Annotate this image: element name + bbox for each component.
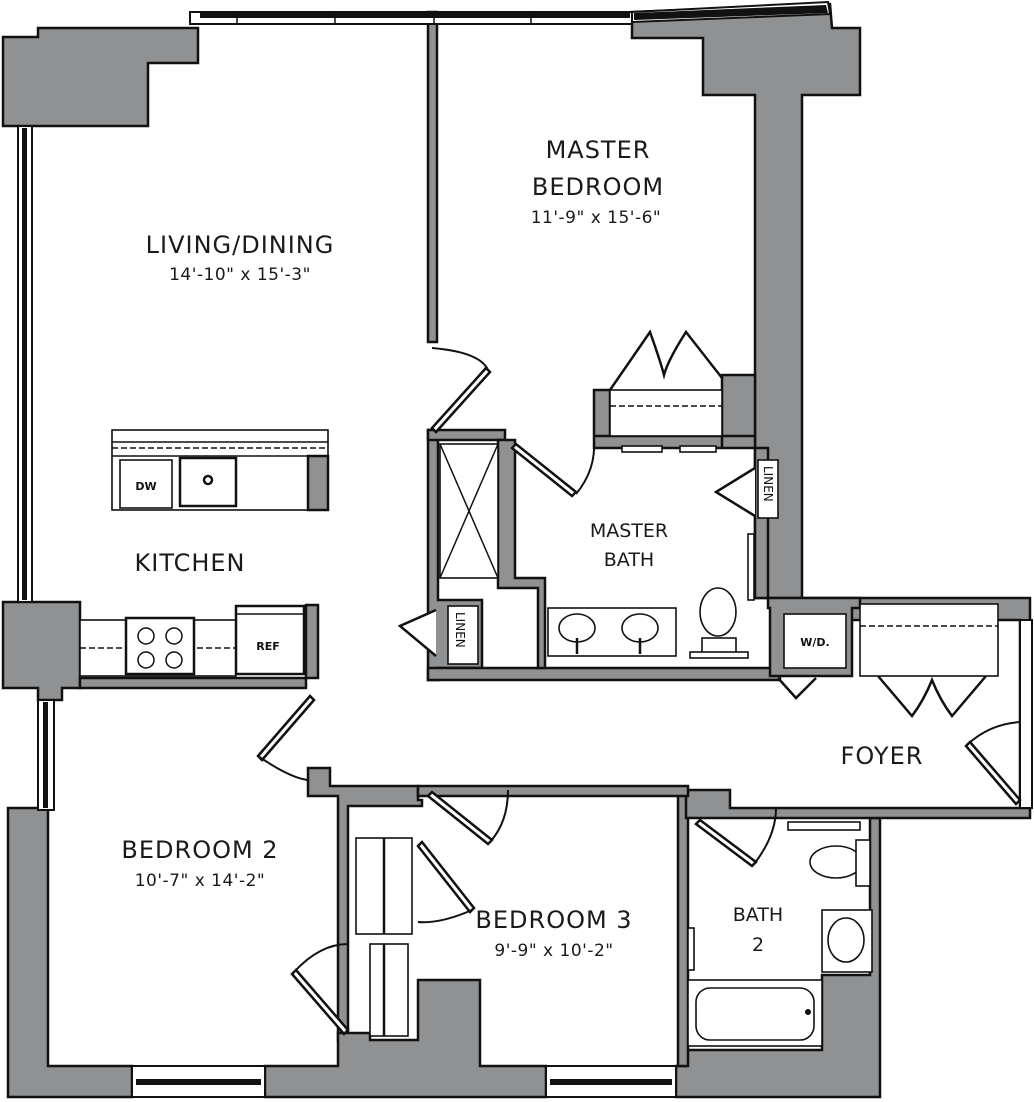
burner-icon bbox=[165, 651, 183, 669]
room-living-dining-name: LIVING/DINING bbox=[146, 231, 335, 259]
wall-master-bath-shower bbox=[496, 438, 547, 670]
sink-icon bbox=[558, 613, 596, 643]
door-master-bath bbox=[510, 442, 578, 498]
door-master-bedroom bbox=[430, 366, 492, 434]
kitchen-wall bbox=[78, 603, 320, 690]
room-living-dining-dims: 14'-10" x 15'-3" bbox=[169, 265, 311, 285]
closets bbox=[355, 389, 999, 1037]
linen-label-master-bath: LINEN bbox=[761, 466, 775, 502]
wall-bed3-top bbox=[416, 784, 690, 798]
kitchen-sink bbox=[178, 456, 238, 508]
burner-icon bbox=[137, 651, 155, 669]
refrigerator bbox=[234, 604, 306, 676]
room-labels: LIVING/DINING 14'-10" x 15'-3" MASTER BE… bbox=[121, 136, 924, 961]
room-master-bath-name-2: BATH bbox=[604, 549, 654, 571]
washer-dryer bbox=[783, 613, 847, 669]
bottom-wall bbox=[6, 806, 134, 1099]
windows bbox=[17, 0, 1033, 1098]
room-master-bedroom-dims: 11'-9" x 15'-6" bbox=[531, 208, 662, 228]
room-bedroom-2-dims: 10'-7" x 14'-2" bbox=[135, 871, 266, 891]
door-bedroom-2 bbox=[256, 694, 316, 762]
room-master-bedroom-name-2: BEDROOM bbox=[532, 173, 664, 201]
room-bedroom-3-dims: 9'-9" x 10'-2" bbox=[494, 941, 613, 961]
fixtures: W/D. DW REF bbox=[79, 429, 873, 1047]
foyer-closet-shelf bbox=[859, 603, 999, 677]
washer-dryer-label: W/D. bbox=[800, 636, 829, 649]
room-bedroom-2-name: BEDROOM 2 bbox=[121, 836, 278, 864]
door-bed2-closet bbox=[290, 968, 350, 1036]
partition-bed3-bath2 bbox=[676, 788, 690, 1068]
room-master-bedroom-name-1: MASTER bbox=[546, 136, 651, 164]
dishwasher-label: DW bbox=[135, 480, 156, 493]
room-bath-2-name-1: BATH bbox=[733, 904, 783, 926]
linen-closet-hall bbox=[447, 605, 479, 665]
room-master-bath-name-1: MASTER bbox=[590, 520, 668, 542]
window-foyer-right bbox=[1019, 619, 1033, 809]
column-kitchen bbox=[1, 600, 82, 702]
door-bedroom-3 bbox=[426, 790, 494, 846]
linen-label-hall: LINEN bbox=[453, 612, 467, 648]
sink-icon bbox=[621, 613, 659, 643]
door-bed3-closet bbox=[416, 840, 476, 914]
toilet-icon bbox=[699, 587, 737, 637]
cooktop bbox=[124, 616, 196, 676]
room-bedroom-3-name: BEDROOM 3 bbox=[475, 906, 632, 934]
room-bath-2-name-2: 2 bbox=[752, 934, 764, 956]
partition-bed2 bbox=[306, 766, 424, 1042]
burner-icon bbox=[137, 627, 155, 645]
toilet-icon bbox=[809, 845, 863, 879]
bed2-closet bbox=[369, 943, 409, 1037]
partition-living-master bbox=[426, 10, 439, 344]
burner-icon bbox=[165, 627, 183, 645]
master-closet-shelf bbox=[609, 389, 723, 437]
door-master-closet bbox=[608, 329, 723, 391]
wall-master-bath-top bbox=[426, 428, 507, 442]
door-bath-2 bbox=[694, 818, 758, 868]
wall-master-bath-bottom bbox=[426, 666, 782, 682]
room-kitchen-name: KITCHEN bbox=[135, 549, 246, 577]
doors bbox=[256, 329, 1022, 1036]
refrigerator-label: REF bbox=[256, 640, 280, 653]
door-washer-dryer bbox=[777, 677, 817, 700]
linen-closet-master-bath bbox=[757, 459, 779, 519]
wall-bath2-top bbox=[684, 788, 1032, 820]
room-foyer-name: FOYER bbox=[841, 742, 924, 770]
sink-icon bbox=[827, 917, 865, 963]
column-top-left bbox=[1, 26, 200, 128]
door-foyer-closet bbox=[877, 675, 987, 719]
door-entry bbox=[964, 740, 1022, 806]
dishwasher bbox=[119, 459, 173, 509]
